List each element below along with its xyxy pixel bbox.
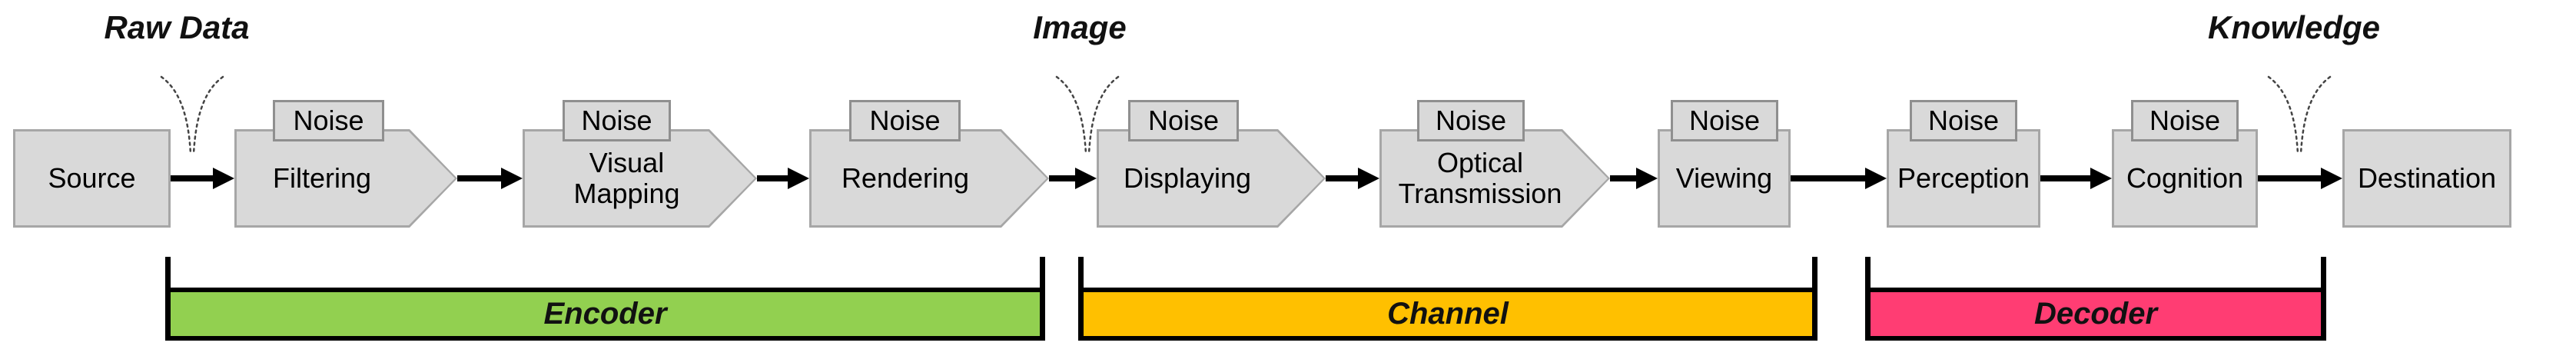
pentagon-fill <box>812 131 1047 225</box>
phase-label-encoder: Encoder <box>543 297 667 331</box>
arrow-visual-mapping-to-rendering <box>757 168 809 189</box>
stage-label: Displaying <box>1123 161 1252 194</box>
arrow-rendering-to-displaying <box>1049 168 1097 189</box>
noise-tab-visual-mapping: Noise <box>563 100 671 141</box>
pentagon-fill <box>237 131 455 225</box>
phase-bracket-decoder: Decoder <box>1865 257 2326 341</box>
stage-label: Cognition <box>2126 161 2244 194</box>
stage-label: Rendering <box>841 161 970 194</box>
funnel-icon-knowledge <box>2267 75 2332 155</box>
phase-label-channel: Channel <box>1387 297 1509 331</box>
stage-rendering: Rendering <box>809 129 1049 228</box>
noise-tab-optical-transmission: Noise <box>1417 100 1525 141</box>
stage-source: Source <box>13 129 171 228</box>
funnel-icon-image <box>1055 75 1120 155</box>
stage-label: Source <box>48 161 136 194</box>
pentagon-fill <box>1099 131 1323 225</box>
arrow-optical-transmission-to-viewing <box>1610 168 1658 189</box>
noise-tab-displaying: Noise <box>1128 100 1239 141</box>
stage-filtering: Filtering <box>234 129 457 228</box>
arrow-viewing-to-perception <box>1791 168 1887 189</box>
noise-tab-filtering: Noise <box>273 100 384 141</box>
noise-tab-cognition: Noise <box>2131 100 2239 141</box>
phase-bar-channel: Channel <box>1084 288 1812 341</box>
stage-cognition: Cognition <box>2112 129 2258 228</box>
annotation-raw-data: Raw Data <box>104 9 250 45</box>
stage-visual-mapping: Visual Mapping <box>523 129 757 228</box>
arrow-cognition-to-destination <box>2258 168 2342 189</box>
phase-bar-decoder: Decoder <box>1871 288 2321 341</box>
pentagon-fill <box>525 131 755 225</box>
stage-label: Optical Transmission <box>1398 146 1562 209</box>
phase-label-decoder: Decoder <box>2033 297 2158 331</box>
arrow-source-to-filtering <box>171 168 234 189</box>
stage-perception: Perception <box>1887 129 2040 228</box>
stage-viewing: Viewing <box>1658 129 1791 228</box>
stage-label: Filtering <box>272 161 372 194</box>
stage-label: Destination <box>2357 161 2497 194</box>
stage-optical-transmission: Optical Transmission <box>1379 129 1610 228</box>
stage-displaying: Displaying <box>1097 129 1326 228</box>
annotation-knowledge: Knowledge <box>2207 9 2381 45</box>
annotation-image: Image <box>1033 9 1127 45</box>
phase-bracket-encoder: Encoder <box>165 257 1045 341</box>
arrow-displaying-to-optical-transmission <box>1326 168 1379 189</box>
pentagon-fill <box>1382 131 1608 225</box>
funnel-icon-raw-data <box>160 75 224 155</box>
noise-tab-rendering: Noise <box>849 100 961 141</box>
phase-bar-encoder: Encoder <box>171 288 1040 341</box>
stage-label: Visual Mapping <box>573 146 680 209</box>
noise-tab-viewing: Noise <box>1671 100 1778 141</box>
arrow-filtering-to-visual-mapping <box>457 168 523 189</box>
stage-label: Viewing <box>1675 161 1773 194</box>
noise-tab-perception: Noise <box>1910 100 2017 141</box>
phase-bracket-channel: Channel <box>1078 257 1817 341</box>
stage-destination: Destination <box>2342 129 2511 228</box>
arrow-perception-to-cognition <box>2040 168 2112 189</box>
stage-label: Perception <box>1897 161 2030 194</box>
